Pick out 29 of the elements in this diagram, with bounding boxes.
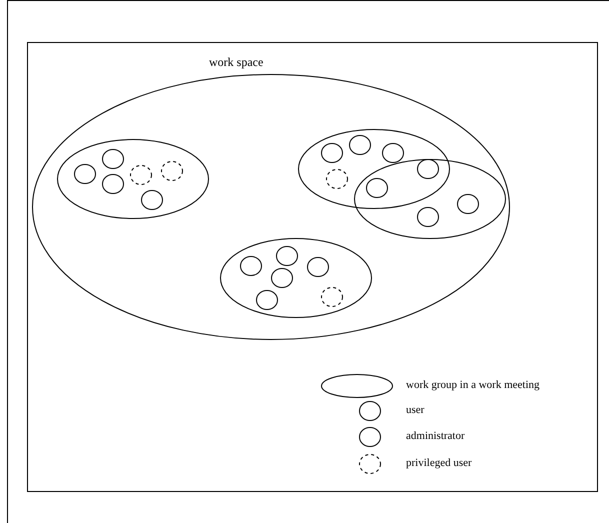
legend-label: user: [406, 405, 424, 416]
circle: [417, 207, 439, 227]
dashed-circle: [161, 161, 183, 181]
circle: [141, 190, 163, 210]
circle: [382, 143, 404, 163]
dashed-circle: [326, 169, 348, 189]
legend-label: privileged user: [406, 458, 472, 469]
group-ellipse: [57, 139, 209, 219]
circle: [74, 164, 96, 184]
circle: [256, 290, 278, 310]
circle: [321, 143, 343, 163]
legend-label: administrator: [406, 431, 465, 442]
circle: [307, 257, 329, 277]
circle: [276, 246, 298, 266]
circle: [102, 149, 124, 169]
group-ellipse: [220, 238, 372, 318]
circle: [349, 135, 371, 155]
dashed-circle: [321, 287, 343, 307]
workspace-label: work space: [209, 56, 264, 68]
dashed-circle: [130, 165, 152, 185]
circle: [457, 194, 479, 214]
group-ellipse: [354, 159, 506, 239]
circle: [102, 174, 124, 194]
circle: [271, 268, 293, 288]
group-ellipse: [298, 129, 450, 209]
legend-label: work group in a work meeting: [406, 380, 540, 391]
circle: [417, 159, 439, 179]
circle: [240, 256, 262, 276]
circle: [366, 178, 388, 198]
